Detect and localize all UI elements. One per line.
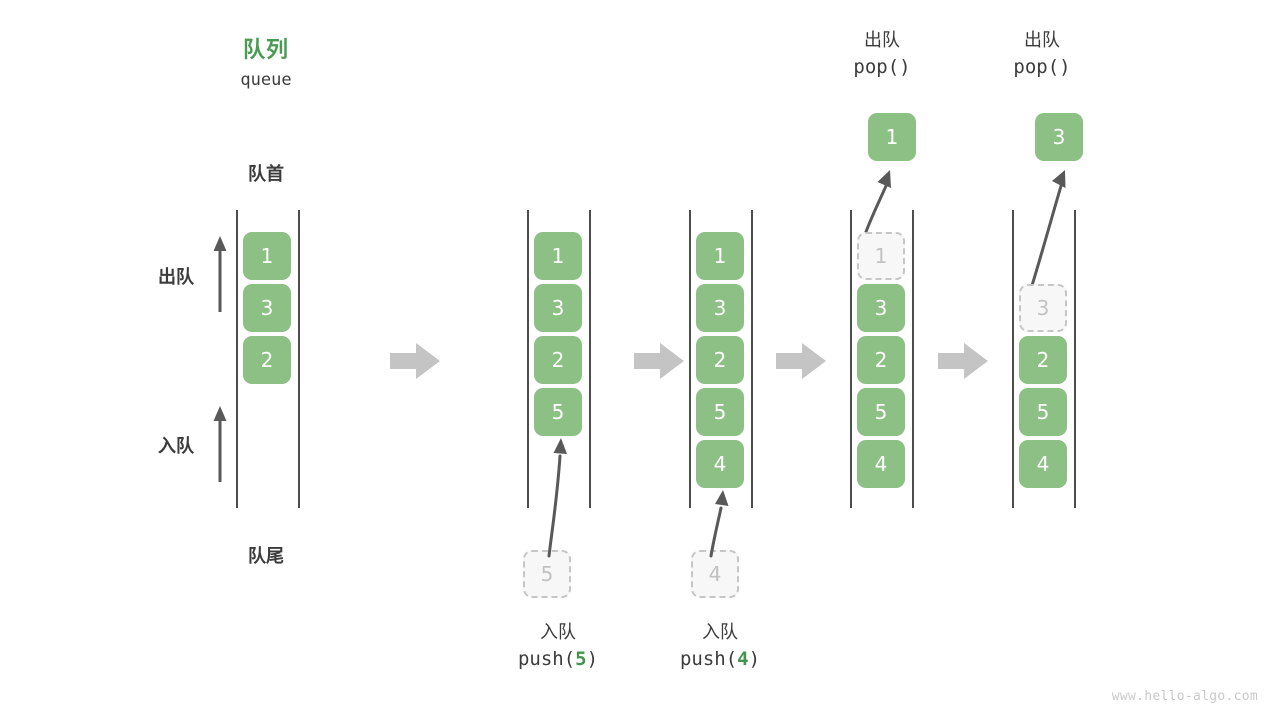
- queue-cell: 4: [1019, 440, 1067, 488]
- step-separator-arrow-icon: [390, 343, 440, 379]
- queue-cell: 4: [696, 440, 744, 488]
- operation-label-code: pop(): [952, 54, 1132, 82]
- code-suffix: ): [899, 56, 911, 79]
- operation-label-code: push(4): [610, 646, 830, 674]
- rail-left: [689, 210, 691, 508]
- queue-cell: 5: [857, 388, 905, 436]
- rail-right: [1074, 210, 1076, 508]
- step-separator-arrow-icon: [776, 343, 826, 379]
- code-prefix: pop(: [1013, 56, 1060, 79]
- queue-cell-ghost: 1: [857, 232, 905, 280]
- code-suffix: ): [586, 648, 599, 671]
- incoming-element-ghost: 4: [691, 550, 739, 598]
- dequeue-axis-label: 出队: [158, 267, 194, 288]
- operation-label-push-5: 入队 push(5): [448, 620, 668, 674]
- queue-cell: 2: [1019, 336, 1067, 384]
- popped-element: 3: [1035, 113, 1083, 161]
- operation-label-code: pop(): [792, 54, 972, 82]
- rail-left: [1012, 210, 1014, 508]
- code-suffix: ): [748, 648, 761, 671]
- dequeue-direction-arrow-icon: [213, 236, 227, 312]
- front-label: 队首: [248, 164, 284, 185]
- push-arrow-icon: [709, 490, 729, 558]
- queue-cell: 5: [1019, 388, 1067, 436]
- rail-right: [298, 210, 300, 508]
- popped-element: 1: [868, 113, 916, 161]
- operation-label-code: push(5): [448, 646, 668, 674]
- rail-left: [527, 210, 529, 508]
- operation-label-pop-1: 出队 pop(): [792, 28, 972, 82]
- queue-cell: 2: [857, 336, 905, 384]
- step-separator-arrow-icon: [938, 343, 988, 379]
- rail-left: [236, 210, 238, 508]
- step-separator-arrow-icon: [634, 343, 684, 379]
- queue-cell-ghost: 3: [1019, 284, 1067, 332]
- code-prefix: push(: [517, 648, 576, 671]
- queue-cell: 3: [696, 284, 744, 332]
- operation-label-pop-3: 出队 pop(): [952, 28, 1132, 82]
- queue-cell: 2: [534, 336, 582, 384]
- enqueue-axis-label: 入队: [158, 436, 194, 457]
- queue-cell: 3: [857, 284, 905, 332]
- queue-cell: 3: [534, 284, 582, 332]
- pop-arrow-icon: [1028, 170, 1066, 294]
- operation-label-push-4: 入队 push(4): [610, 620, 830, 674]
- rear-label: 队尾: [248, 546, 284, 567]
- code-value: 4: [737, 648, 749, 671]
- queue-cell: 3: [243, 284, 291, 332]
- queue-cell: 1: [696, 232, 744, 280]
- queue-cell: 5: [696, 388, 744, 436]
- operation-label-cn: 出队: [1024, 30, 1060, 51]
- queue-cell: 2: [696, 336, 744, 384]
- watermark: www.hello-algo.com: [1111, 689, 1258, 704]
- code-prefix: pop(: [853, 56, 900, 79]
- queue-cell: 5: [534, 388, 582, 436]
- queue-cell: 4: [857, 440, 905, 488]
- operation-label-cn: 出队: [864, 30, 900, 51]
- code-suffix: ): [1059, 56, 1071, 79]
- diagram-title-cn: 队列: [242, 38, 289, 63]
- queue-cell: 2: [243, 336, 291, 384]
- operation-label-cn: 入队: [540, 622, 576, 643]
- queue-cell: 1: [243, 232, 291, 280]
- rail-right: [589, 210, 591, 508]
- code-prefix: push(: [679, 648, 738, 671]
- incoming-element-ghost: 5: [523, 550, 571, 598]
- code-value: 5: [575, 648, 587, 671]
- push-arrow-icon: [547, 438, 567, 558]
- enqueue-direction-arrow-icon: [213, 406, 227, 482]
- rail-right: [751, 210, 753, 508]
- operation-label-cn: 入队: [702, 622, 738, 643]
- queue-cell: 1: [534, 232, 582, 280]
- rail-right: [912, 210, 914, 508]
- rail-left: [850, 210, 852, 508]
- diagram-title-en: queue: [240, 70, 292, 90]
